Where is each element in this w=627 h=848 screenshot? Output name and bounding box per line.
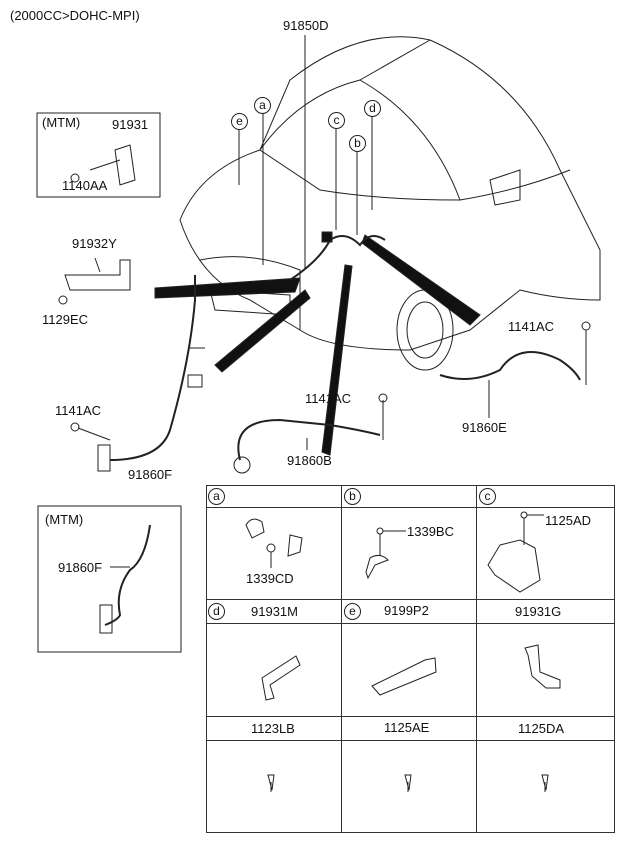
part-1141AC-right: 1141AC bbox=[508, 319, 555, 334]
part-91860E: 91860E bbox=[462, 420, 507, 435]
part-91931: 91931 bbox=[112, 117, 149, 132]
table-key-e: e bbox=[344, 603, 361, 620]
part-91931M: 91931M bbox=[251, 604, 298, 619]
callout-c: c bbox=[328, 112, 345, 129]
part-1141AC-left: 1141AC bbox=[55, 403, 102, 418]
part-91860F-mtm: 91860F bbox=[58, 560, 103, 575]
part-91931G: 91931G bbox=[515, 604, 562, 619]
part-1129EC: 1129EC bbox=[42, 312, 89, 327]
part-9199P2: 9199P2 bbox=[384, 603, 429, 618]
callout-a: a bbox=[254, 97, 271, 114]
part-1141AC-mid: 1141AC bbox=[305, 391, 352, 406]
table-key-b: b bbox=[344, 488, 361, 505]
callout-e: e bbox=[231, 113, 248, 130]
part-1123LB: 1123LB bbox=[251, 721, 295, 736]
part-1125DA: 1125DA bbox=[518, 721, 565, 736]
table-key-c: c bbox=[479, 488, 496, 505]
table-key-d: d bbox=[208, 603, 225, 620]
table-cell bbox=[476, 740, 615, 833]
mtm-label-2: (MTM) bbox=[45, 512, 84, 527]
table-key-a: a bbox=[208, 488, 225, 505]
part-91850D: 91850D bbox=[283, 18, 329, 33]
engine-note: (2000CC>DOHC-MPI) bbox=[10, 8, 140, 23]
callout-d: d bbox=[364, 100, 381, 117]
part-91860B: 91860B bbox=[287, 453, 332, 468]
part-1339CD: 1339CD bbox=[246, 571, 294, 586]
part-91932Y: 91932Y bbox=[72, 236, 117, 251]
callout-b: b bbox=[349, 135, 366, 152]
part-1125AD: 1125AD bbox=[545, 513, 592, 528]
part-1125AE: 1125AE bbox=[384, 720, 430, 735]
part-1140AA: 1140AA bbox=[62, 178, 108, 193]
part-1339BC: 1339BC bbox=[407, 524, 454, 539]
part-91860F: 91860F bbox=[128, 467, 173, 482]
mtm-label-1: (MTM) bbox=[42, 115, 81, 130]
